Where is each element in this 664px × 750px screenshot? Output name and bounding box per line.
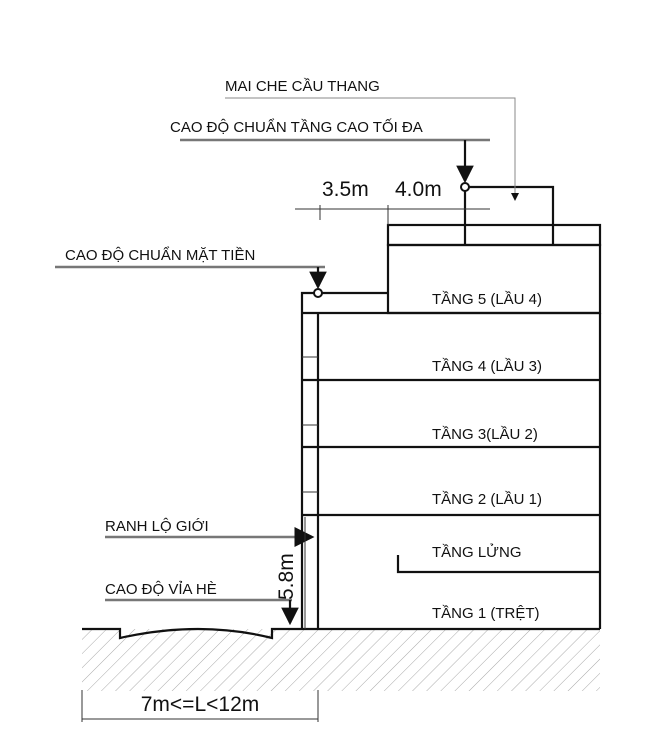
facade-datum-label: CAO ĐỘ CHUẨN MẶT TIỀN <box>65 246 255 264</box>
boundary-line-label: RANH LỘ GIỚI <box>105 518 209 535</box>
datum-marker-icon <box>460 182 470 192</box>
floor-label: TẦNG 4 (LẦU 3) <box>432 358 542 375</box>
parapet <box>386 223 602 247</box>
ground-height-value: 5.8m <box>275 553 298 600</box>
floor-label: TẦNG 2 (LẦU 1) <box>432 491 542 508</box>
setback-1-value: 3.5m <box>322 178 369 201</box>
ground-line <box>82 627 600 640</box>
stair-roof-box <box>463 185 555 245</box>
setback-2-value: 4.0m <box>395 178 442 201</box>
road-width-value: 7m<=L<12m <box>141 693 260 716</box>
floor-label: TẦNG 1 (TRỆT) <box>432 605 540 622</box>
stair-roof-leader <box>225 97 519 201</box>
ground-hatch <box>82 629 600 691</box>
floor-label: TẦNG 5 (LẦU 4) <box>432 291 542 308</box>
mezzanine-slab <box>396 555 600 574</box>
stair-roof-label: MAI CHE CẦU THANG <box>225 78 380 95</box>
floor-label: TẦNG 3(LẦU 2) <box>432 426 538 443</box>
facade-balcony <box>300 291 388 629</box>
datum-marker-icon <box>313 288 323 298</box>
sidewalk-level-label: CAO ĐỘ VỈA HÈ <box>105 581 217 598</box>
max-height-datum-label: CAO ĐỘ CHUẨN TẦNG CAO TỐI ĐA <box>170 118 423 136</box>
balcony-rails <box>302 356 318 493</box>
floor-label: TẦNG LỬNG <box>432 543 522 561</box>
